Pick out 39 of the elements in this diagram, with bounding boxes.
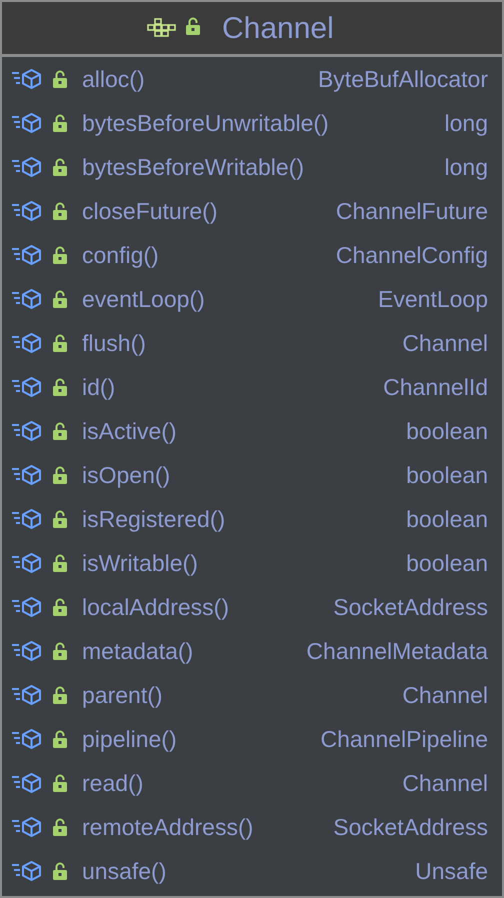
return-type: ChannelFuture bbox=[336, 197, 488, 225]
method-name: isRegistered() bbox=[82, 505, 226, 533]
return-type: ChannelPipeline bbox=[320, 725, 488, 753]
return-type: ChannelMetadata bbox=[306, 637, 488, 665]
return-type: ChannelConfig bbox=[336, 241, 488, 269]
method-name: remoteAddress() bbox=[82, 813, 254, 841]
return-type: boolean bbox=[406, 461, 488, 489]
return-type: SocketAddress bbox=[333, 593, 488, 621]
return-type: Unsafe bbox=[415, 857, 488, 885]
method-name: bytesBeforeUnwritable() bbox=[82, 109, 329, 137]
return-type: Channel bbox=[402, 681, 488, 709]
return-type: Channel bbox=[402, 769, 488, 797]
method-name: eventLoop() bbox=[82, 285, 205, 313]
method-name: id() bbox=[82, 373, 116, 401]
return-type: boolean bbox=[406, 505, 488, 533]
method-name: config() bbox=[82, 241, 159, 269]
method-name: unsafe() bbox=[82, 857, 166, 885]
method-name: metadata() bbox=[82, 637, 194, 665]
method-name: alloc() bbox=[82, 65, 145, 93]
return-type: long bbox=[444, 153, 488, 181]
return-type: ByteBufAllocator bbox=[318, 65, 488, 93]
method-name: pipeline() bbox=[82, 725, 177, 753]
return-type: long bbox=[444, 109, 488, 137]
method-name: read() bbox=[82, 769, 144, 797]
return-type: EventLoop bbox=[378, 285, 488, 313]
method-name: isOpen() bbox=[82, 461, 170, 489]
method-name: localAddress() bbox=[82, 593, 229, 621]
method-name: isActive() bbox=[82, 417, 177, 445]
class-name: Channel bbox=[222, 13, 334, 45]
return-type: boolean bbox=[406, 417, 488, 445]
return-type: Channel bbox=[402, 329, 488, 357]
return-type: ChannelId bbox=[383, 373, 488, 401]
method-name: parent() bbox=[82, 681, 163, 709]
method-name: closeFuture() bbox=[82, 197, 218, 225]
method-name: isWritable() bbox=[82, 549, 198, 577]
method-name: bytesBeforeWritable() bbox=[82, 153, 304, 181]
return-type: SocketAddress bbox=[333, 813, 488, 841]
method-name: flush() bbox=[82, 329, 146, 357]
return-type: boolean bbox=[406, 549, 488, 577]
